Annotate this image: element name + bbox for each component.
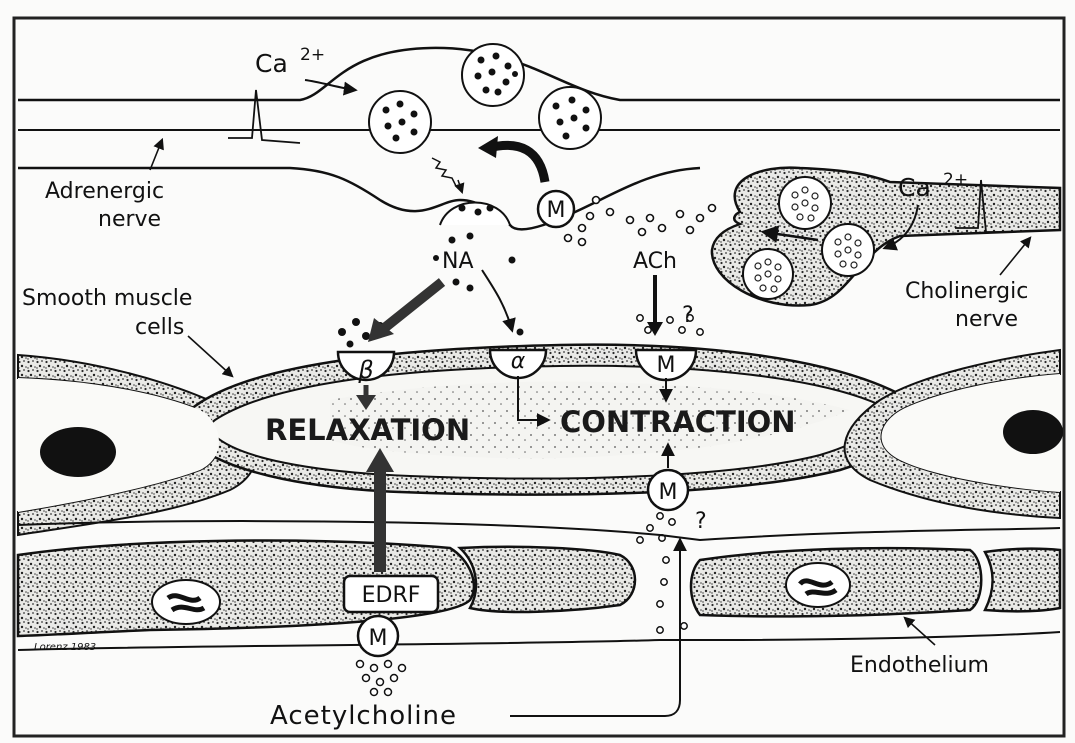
relaxation-label: RELAXATION	[265, 413, 470, 447]
ach-dots-endothelium	[357, 661, 406, 696]
ca-top-superscript: 2+	[300, 45, 325, 65]
adrenergic-label-2: nerve	[98, 207, 161, 232]
cholinergic-label: Cholinergic	[905, 279, 1028, 304]
ach-dots	[565, 197, 716, 246]
smooth-muscle-layer	[18, 345, 1060, 535]
na-to-alpha-arrow	[482, 270, 512, 330]
edrf-label: EDRF	[362, 583, 421, 608]
nucleus-right	[1003, 410, 1063, 454]
endothelium-pointer	[905, 618, 935, 645]
contraction-label: CONTRACTION	[560, 405, 796, 439]
smooth-muscle-label: Smooth muscle	[22, 286, 192, 311]
endothelium-label: Endothelium	[850, 653, 989, 678]
release-zigzag	[432, 158, 456, 186]
alpha-label: α	[511, 349, 526, 374]
m-endo-label: M	[369, 626, 388, 651]
question-mark-bottom: ?	[695, 509, 707, 534]
m-nerve-label: M	[547, 198, 566, 223]
adrenergic-label: Adrenergic	[45, 179, 164, 204]
ca-right-superscript: 2+	[943, 170, 968, 190]
nucleus-left	[40, 427, 116, 477]
smooth-muscle-label-2: cells	[135, 315, 184, 340]
endothelial-nucleus-left	[152, 580, 220, 624]
na-to-beta-arrow	[382, 282, 442, 330]
acetylcholine-label: Acetylcholine	[270, 701, 457, 731]
ca-right-label: Ca	[898, 173, 931, 202]
adrenergic-pointer	[150, 140, 162, 170]
ca-top-label: Ca	[255, 49, 288, 78]
ach-label: ACh	[633, 249, 677, 274]
cholinergic-label-2: nerve	[955, 307, 1018, 332]
smooth-muscle-pointer	[188, 336, 232, 376]
m-bottom-label: M	[659, 480, 678, 505]
beta-label: β	[357, 356, 373, 384]
question-mark-top: ?	[682, 303, 694, 328]
artist-signature: Lorenz 1983	[34, 642, 96, 653]
cholinergic-pointer	[1000, 238, 1030, 275]
na-label: NA	[442, 249, 474, 274]
m-top-label: M	[657, 353, 676, 378]
